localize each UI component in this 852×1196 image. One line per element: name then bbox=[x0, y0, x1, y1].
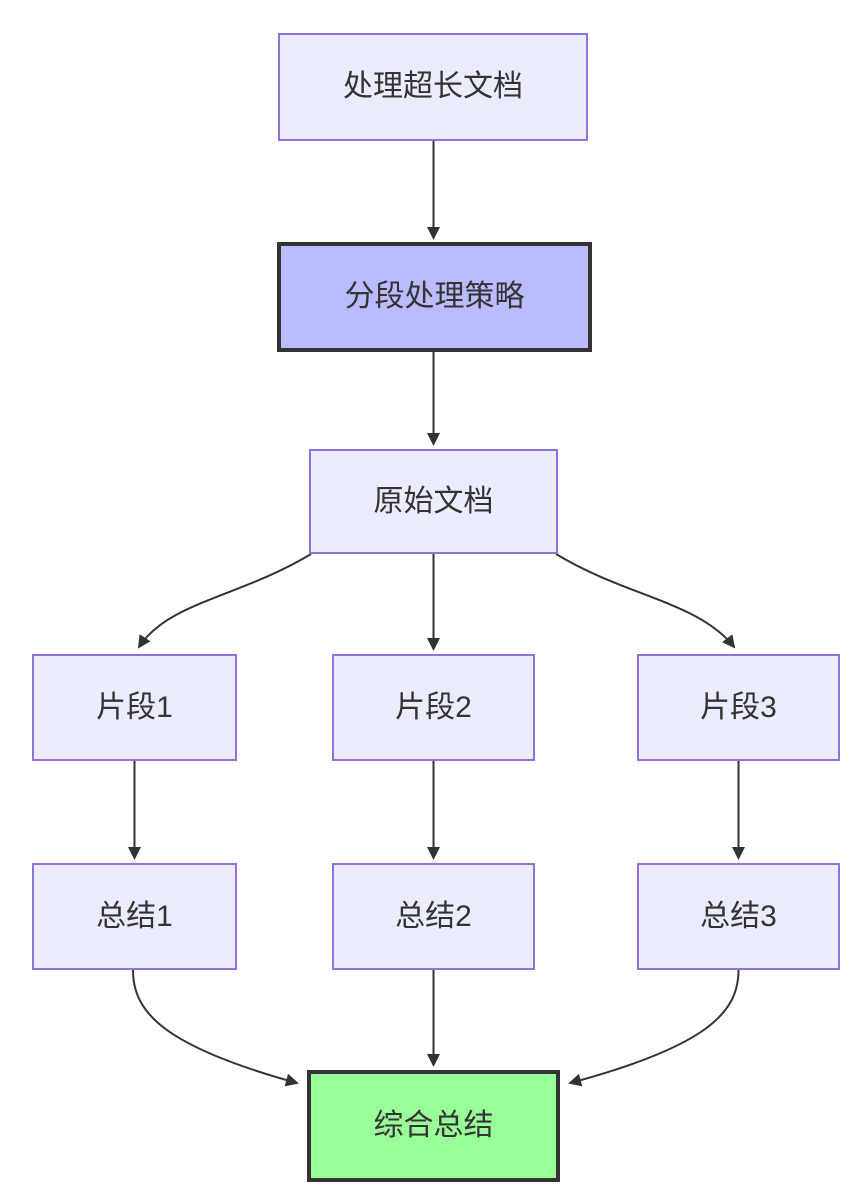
node-label: 总结1 bbox=[96, 899, 173, 933]
node-fragment-1: 片段1 bbox=[32, 654, 237, 761]
node-segmentation-strategy: 分段处理策略 bbox=[277, 242, 592, 352]
node-label: 片段1 bbox=[96, 690, 173, 724]
node-label: 总结3 bbox=[700, 899, 777, 933]
node-label: 处理超长文档 bbox=[343, 70, 523, 103]
node-summary-3: 总结3 bbox=[637, 863, 840, 970]
node-fragment-2: 片段2 bbox=[332, 654, 535, 761]
edge-c-d1 bbox=[137, 553, 312, 649]
node-summary-2: 总结2 bbox=[332, 863, 535, 970]
node-original-document: 原始文档 bbox=[309, 449, 558, 554]
edge-e1-f bbox=[132, 969, 299, 1087]
node-label: 综合总结 bbox=[373, 1109, 494, 1142]
node-process-long-document: 处理超长文档 bbox=[278, 33, 588, 141]
node-label: 片段2 bbox=[395, 690, 472, 724]
node-label: 片段3 bbox=[700, 690, 777, 724]
node-label: 总结2 bbox=[395, 899, 472, 933]
node-fragment-3: 片段3 bbox=[637, 654, 840, 761]
edge-e3-f bbox=[568, 969, 740, 1087]
node-final-summary: 综合总结 bbox=[307, 1070, 560, 1182]
node-label: 原始文档 bbox=[373, 484, 494, 518]
node-label: 分段处理策略 bbox=[344, 280, 525, 313]
node-summary-1: 总结1 bbox=[32, 863, 237, 970]
edge-c-d3 bbox=[555, 553, 736, 649]
